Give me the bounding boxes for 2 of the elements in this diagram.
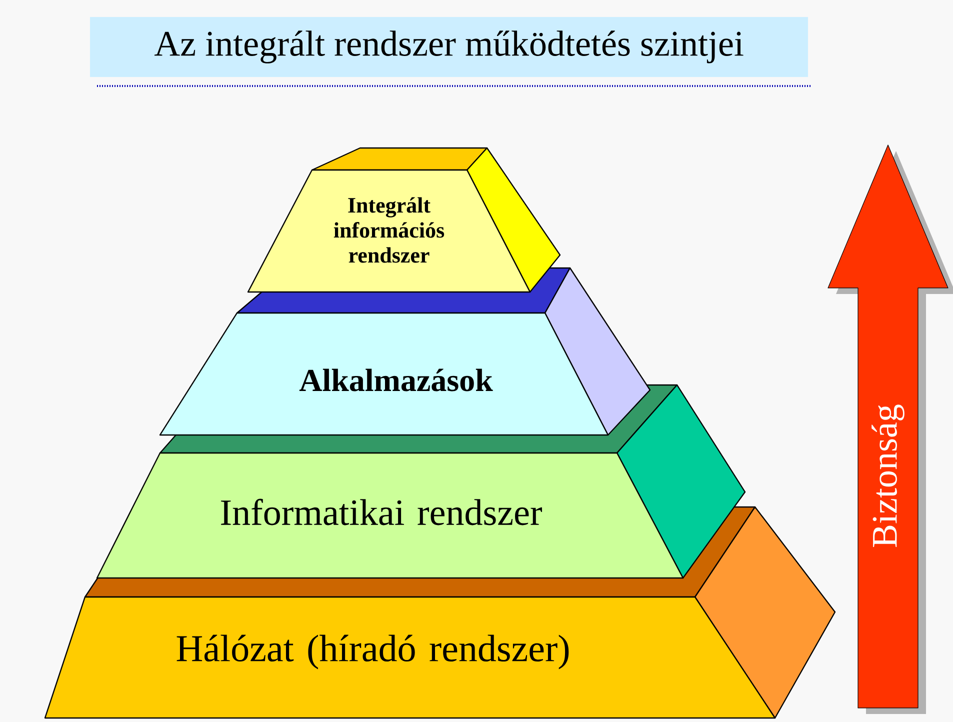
pyramid-tier: Integrált információs rendszer — [247, 147, 561, 293]
title-box: Az integrált rendszer működtetés szintjei — [90, 17, 808, 77]
